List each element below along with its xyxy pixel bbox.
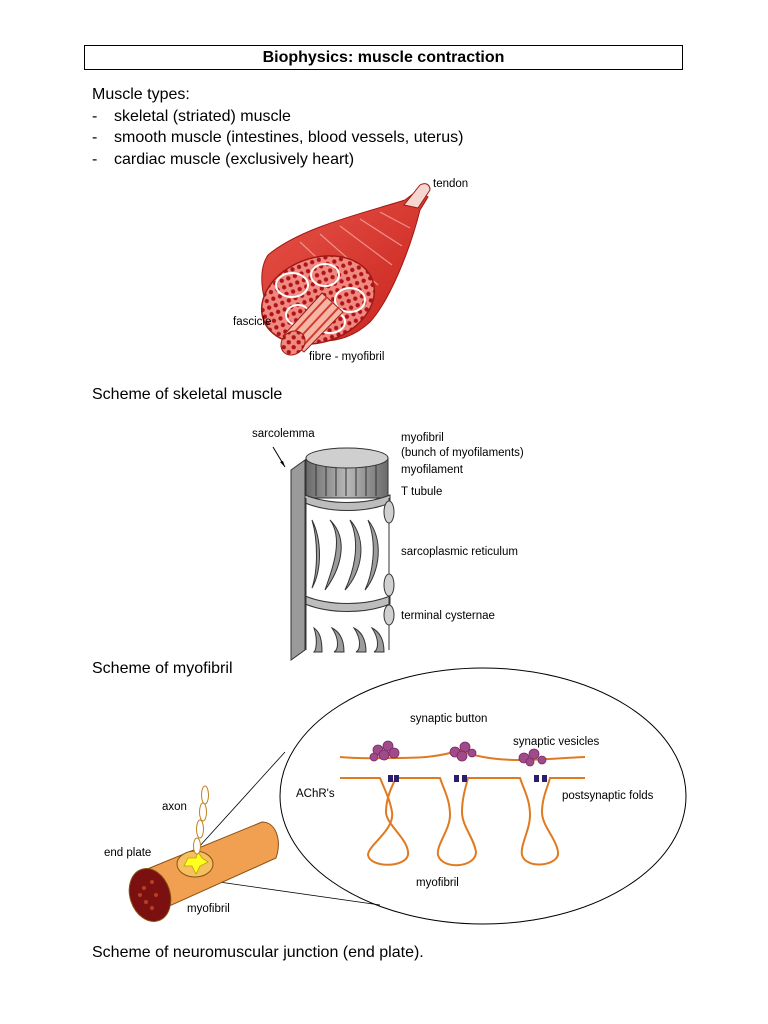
end-plate-shape: [176, 850, 214, 878]
fibre-myofibril-shape: [280, 292, 344, 356]
sarcoplasmic-reticulum-cells: [311, 519, 379, 591]
myofibril-inner-label: myofibril: [416, 877, 459, 889]
list-bullet: -: [92, 129, 98, 146]
muscle-types-list: -skeletal (striated) muscle -smooth musc…: [92, 106, 463, 171]
postsynaptic-membrane: [340, 777, 585, 867]
achr-receptors: [388, 775, 547, 782]
t-tubule-band: [304, 595, 391, 612]
myofibril-outline: [305, 498, 390, 650]
terminal-cisternae: [383, 500, 395, 626]
postsynaptic-folds-label: postsynaptic folds: [562, 790, 654, 802]
list-bullet: -: [92, 150, 98, 168]
t-tubule-band: [304, 494, 391, 511]
myofibril-label: myofibril: [401, 432, 444, 444]
figure3-caption: Scheme of neuromuscular junction (end pl…: [92, 944, 424, 961]
tendon-shape: [403, 183, 431, 209]
presynaptic-membrane: [339, 748, 586, 762]
figure2-caption: Scheme of myofibril: [92, 660, 233, 677]
sarcolemma-arrow: [272, 446, 286, 468]
muscle-belly: [261, 189, 429, 342]
muscle-types-section: Muscle types: -skeletal (striated) muscl…: [92, 84, 463, 170]
zoom-line: [204, 879, 381, 906]
list-item: -cardiac muscle (exclusively heart): [92, 149, 463, 171]
page-title: Biophysics: muscle contraction: [84, 45, 683, 70]
fascicle-label: fascicle: [233, 316, 271, 328]
bunch-label: (bunch of myofilaments): [401, 447, 524, 459]
list-bullet: -: [92, 107, 98, 125]
axon-shape: [193, 785, 209, 855]
synaptic-vesicles-label: synaptic vesicles: [513, 736, 600, 748]
muscle-types-heading: Muscle types:: [92, 86, 190, 103]
list-item-text: smooth muscle (intestines, blood vessels…: [114, 129, 464, 146]
list-item: -skeletal (striated) muscle: [92, 106, 463, 128]
synaptic-button-label: synaptic button: [410, 713, 487, 725]
nerve-terminal-shape: [183, 851, 209, 875]
axon-label: axon: [162, 801, 187, 813]
end-plate-label: end plate: [104, 847, 151, 859]
myofilament-bundle: [305, 447, 389, 499]
list-item-text: skeletal (striated) muscle: [114, 107, 291, 125]
muscle-cross-section: [260, 255, 376, 345]
tendon-label: tendon: [433, 178, 468, 190]
sarcolemma-sheet: [290, 459, 306, 661]
terminal-label: terminal cysternae: [401, 610, 495, 622]
myofilament-label: myofilament: [401, 464, 464, 476]
achr-label: AChR's: [296, 788, 335, 800]
myofibril-outer-label: myofibril: [187, 903, 230, 915]
zoom-line: [197, 751, 286, 849]
sarcolemma-label: sarcolemma: [252, 428, 315, 440]
fibre-label: fibre - myofibril: [309, 351, 384, 363]
list-item: -smooth muscle (intestines, blood vessel…: [92, 127, 463, 149]
sarcoplasmic-reticulum-cells: [312, 626, 385, 653]
figure1-caption: Scheme of skeletal muscle: [92, 386, 283, 403]
t-tubule-label: T tubule: [401, 486, 442, 498]
muscle-fibre-cylinder: [128, 821, 279, 922]
fascicle-outlines: [275, 263, 366, 334]
synaptic-vesicles: [369, 740, 547, 767]
sarcoplasmic-label: sarcoplasmic reticulum: [401, 546, 518, 558]
magnified-view-ellipse: [279, 667, 687, 925]
list-item-text: cardiac muscle (exclusively heart): [114, 150, 355, 168]
